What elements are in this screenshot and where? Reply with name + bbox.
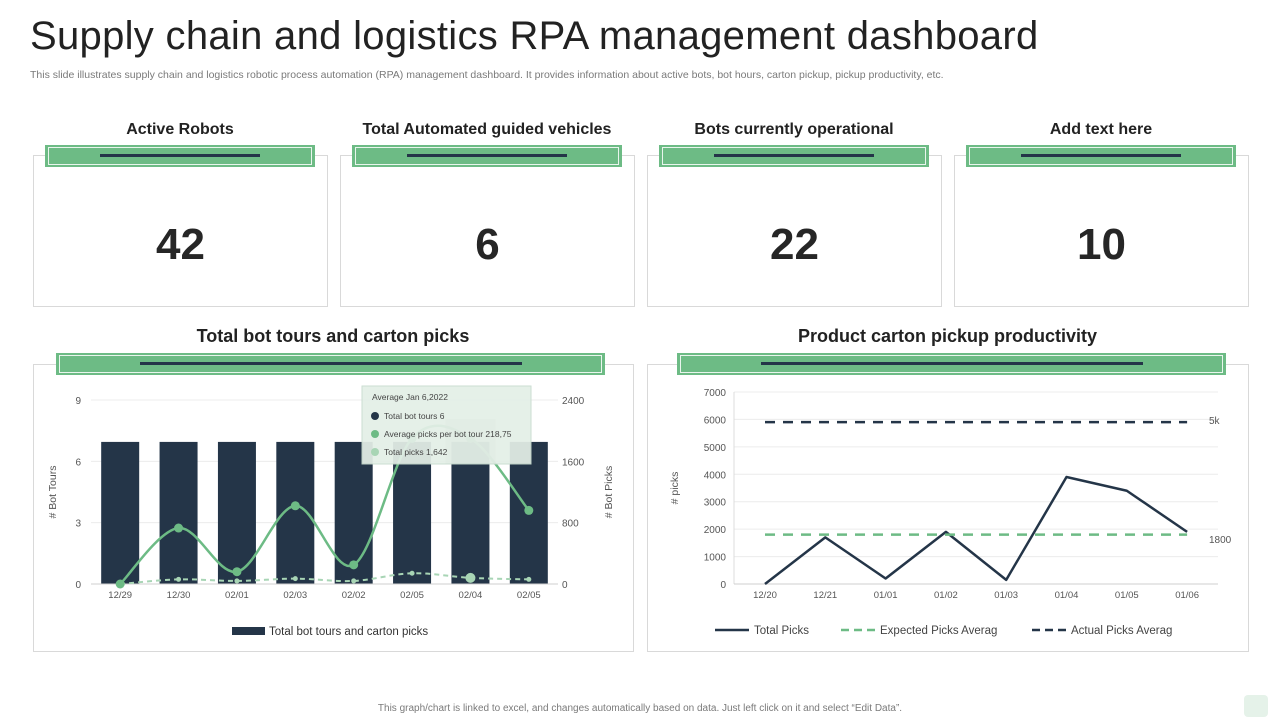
y-right-tick-label: 2400 — [562, 396, 585, 407]
legend-label: Expected Picks Averag — [880, 625, 997, 637]
y-tick-label: 1000 — [704, 553, 727, 564]
x-tick-label: 01/05 — [1115, 590, 1139, 601]
y-right-tick-label: 0 — [562, 580, 568, 591]
kpi-title-bots-operational: Bots currently operational — [694, 121, 894, 138]
y-tick-label: 6000 — [704, 415, 727, 426]
x-tick-label: 02/05 — [400, 590, 424, 601]
y-left-tick-label: 0 — [75, 580, 81, 591]
x-tick-label: 12/30 — [167, 590, 191, 601]
tooltip-dot — [371, 412, 379, 420]
annotation-label: 1800 — [1209, 535, 1232, 546]
x-tick-label: 02/05 — [517, 590, 541, 601]
dashed-series-point — [176, 576, 182, 582]
x-tick-label: 01/02 — [934, 590, 958, 601]
page-title: Supply chain and logistics RPA managemen… — [30, 14, 1039, 58]
page-subtitle: This slide illustrates supply chain and … — [30, 69, 944, 81]
kpi-title-agv: Total Automated guided vehicles — [362, 121, 612, 138]
bar — [393, 441, 432, 584]
dashed-series-point — [526, 576, 532, 582]
legend-label: Total Picks — [754, 625, 809, 637]
y-tick-label: 3000 — [704, 498, 727, 509]
kpi-card-add-text: 10 — [954, 155, 1249, 307]
x-tick-label: 01/04 — [1055, 590, 1079, 601]
tooltip-box — [361, 385, 532, 465]
smooth-series-point — [232, 567, 242, 577]
kpi-header-band — [45, 145, 315, 167]
bar — [101, 441, 140, 584]
tooltip-dot — [371, 448, 379, 456]
tooltip-item: Average picks per bot tour 218,75 — [384, 429, 512, 439]
bar — [217, 441, 256, 584]
y-left-axis-label: # Bot Tours — [47, 466, 59, 519]
y-tick-label: 0 — [720, 580, 726, 591]
smooth-series-point — [524, 505, 534, 515]
x-tick-label: 02/04 — [459, 590, 483, 601]
smooth-series-point — [290, 501, 300, 511]
y-axis-label: # picks — [669, 472, 681, 505]
x-tick-label: 01/06 — [1175, 590, 1199, 601]
x-tick-label: 02/01 — [225, 590, 249, 601]
y-left-tick-label: 3 — [75, 519, 81, 530]
kpi-title-active-robots: Active Robots — [126, 121, 234, 138]
y-right-axis-label: # Bot Picks — [603, 466, 615, 519]
pickup-productivity-chart: 0 1000 2000 3000 4000 5000 6000 7000 # picks 12/2… — [669, 388, 1232, 637]
tooltip-title: Average Jan 6,2022 — [372, 392, 448, 402]
smooth-series-point — [349, 560, 359, 570]
kpi-header-band — [352, 145, 622, 167]
smooth-series-point — [174, 523, 184, 533]
bar — [451, 441, 490, 584]
annotation-label: 5k — [1209, 416, 1221, 427]
kpi-value-add-text: 10 — [1077, 220, 1126, 269]
tooltip-item: Total picks 1,642 — [384, 447, 448, 457]
x-tick-label: 02/02 — [342, 590, 366, 601]
kpi-header-band — [659, 145, 929, 167]
y-right-tick-label: 1600 — [562, 457, 585, 468]
bar — [159, 441, 198, 584]
y-left-tick-label: 6 — [75, 457, 81, 468]
highlight-point — [465, 572, 476, 583]
dashed-series-point — [234, 578, 240, 584]
kpi-card-bots-operational: 22 — [647, 155, 942, 307]
y-right-tick-label: 800 — [562, 519, 579, 530]
chart-panel-bot-tours: 0 3 6 9 0 800 1600 2400 # Bot Tours # Bot Picks 12… — [33, 364, 634, 652]
x-tick-label: 12/20 — [753, 590, 777, 601]
dashed-series-point — [292, 576, 298, 582]
series-line — [764, 475, 1188, 585]
chart-header-band — [56, 353, 605, 375]
dashed-series-point — [409, 570, 415, 576]
x-tick-label: 01/03 — [994, 590, 1018, 601]
y-tick-label: 7000 — [704, 388, 727, 399]
legend-label: Total bot tours and carton picks — [269, 626, 428, 638]
dashed-series-point — [351, 578, 357, 584]
x-tick-label: 01/01 — [874, 590, 898, 601]
kpi-title-add-text: Add text here — [1049, 121, 1153, 138]
x-tick-label: 12/29 — [108, 590, 132, 601]
kpi-card-agv: 6 — [340, 155, 635, 307]
kpi-card-active-robots: 42 — [33, 155, 328, 307]
y-tick-label: 2000 — [704, 525, 727, 536]
kpi-value-agv: 6 — [475, 220, 500, 269]
y-left-tick-label: 9 — [75, 396, 81, 407]
chart-panel-pickup-productivity: 0 1000 2000 3000 4000 5000 6000 7000 # picks 12/2… — [647, 364, 1249, 652]
corner-badge — [1244, 695, 1268, 717]
x-tick-label: 12/21 — [813, 590, 837, 601]
tooltip-dot — [371, 430, 379, 438]
kpi-value-active-robots: 42 — [156, 220, 205, 269]
bot-tours-chart: 0 3 6 9 0 800 1600 2400 # Bot Tours # Bot Picks 12… — [47, 385, 615, 638]
chart-title-bot-tours: Total bot tours and carton picks — [196, 326, 470, 346]
smooth-series-point — [115, 579, 125, 589]
tooltip-item: Total bot tours 6 — [384, 411, 445, 421]
legend-label: Actual Picks Averag — [1071, 625, 1172, 637]
x-tick-label: 02/03 — [283, 590, 307, 601]
footer-note: This graph/chart is linked to excel, and… — [377, 703, 903, 714]
y-tick-label: 4000 — [704, 470, 727, 481]
y-tick-label: 5000 — [704, 443, 727, 454]
chart-header-band — [677, 353, 1226, 375]
chart-title-pickup-productivity: Product carton pickup productivity — [797, 326, 1098, 346]
kpi-value-bots-operational: 22 — [770, 220, 819, 269]
legend-swatch — [232, 627, 265, 635]
bar — [334, 441, 373, 584]
kpi-header-band — [966, 145, 1236, 167]
